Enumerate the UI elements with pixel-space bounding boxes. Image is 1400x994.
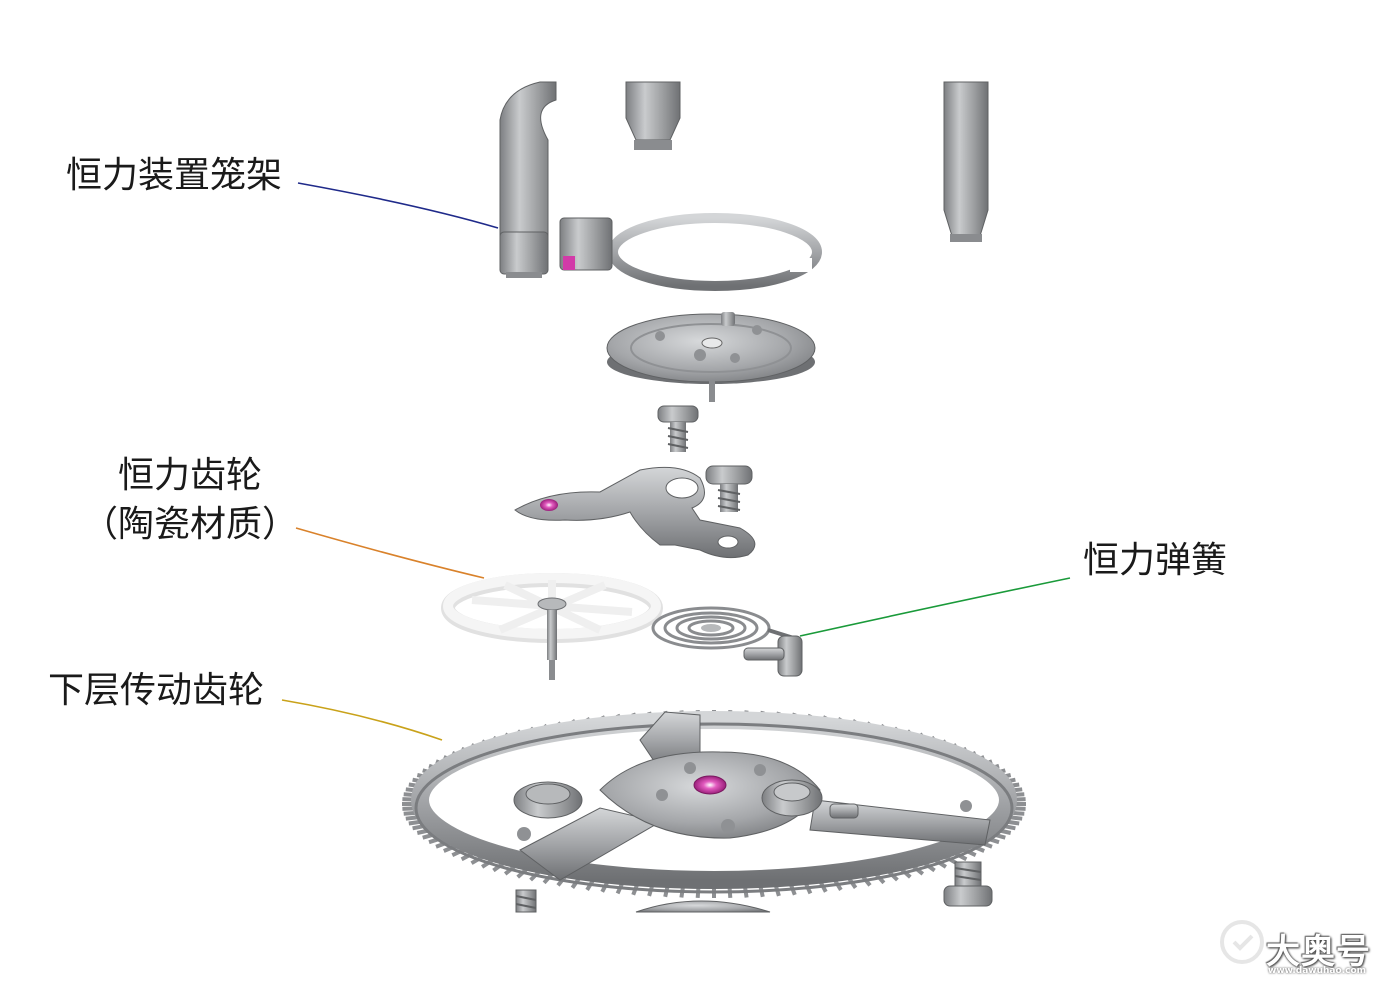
leader-line-lower-gear bbox=[281, 699, 443, 741]
cage-ring bbox=[559, 213, 822, 291]
watermark-url: www.dawuhao.com bbox=[1268, 966, 1367, 976]
screw-bottom-left bbox=[515, 889, 537, 913]
leader-line-gear bbox=[295, 527, 485, 579]
watermark: 大奥号 www.dawuhao.com bbox=[1216, 916, 1396, 988]
leader-line-cage bbox=[297, 182, 499, 229]
label-constant-force-gear: 恒力齿轮 （陶瓷材质） bbox=[70, 455, 310, 546]
screw-bottom-right bbox=[943, 861, 993, 907]
cage-pillar-middle bbox=[625, 81, 681, 150]
label-spring: 恒力弹簧 bbox=[1083, 540, 1228, 581]
leader-line-spring bbox=[799, 577, 1071, 637]
ceramic-constant-force-wheel bbox=[441, 573, 663, 680]
constant-force-hairspring bbox=[651, 606, 803, 677]
label-cage: 恒力装置笼架 bbox=[66, 155, 283, 196]
lower-transmission-gear bbox=[402, 709, 1026, 899]
watermark-logo-icon bbox=[1220, 920, 1264, 964]
cage-pillar-left bbox=[499, 81, 557, 278]
screw-upper bbox=[657, 405, 699, 452]
label-gear-line2: （陶瓷材质） bbox=[81, 504, 298, 546]
bottom-plate-partial bbox=[635, 900, 771, 913]
cage-pillar-right bbox=[943, 81, 989, 242]
label-gear-line1: 恒力齿轮 bbox=[117, 455, 262, 496]
upper-bridge-disc bbox=[606, 312, 816, 402]
label-lower-gear: 下层传动齿轮 bbox=[48, 670, 265, 711]
constant-force-bridge bbox=[514, 465, 756, 559]
watermark-title: 大奥号 bbox=[1266, 932, 1371, 972]
